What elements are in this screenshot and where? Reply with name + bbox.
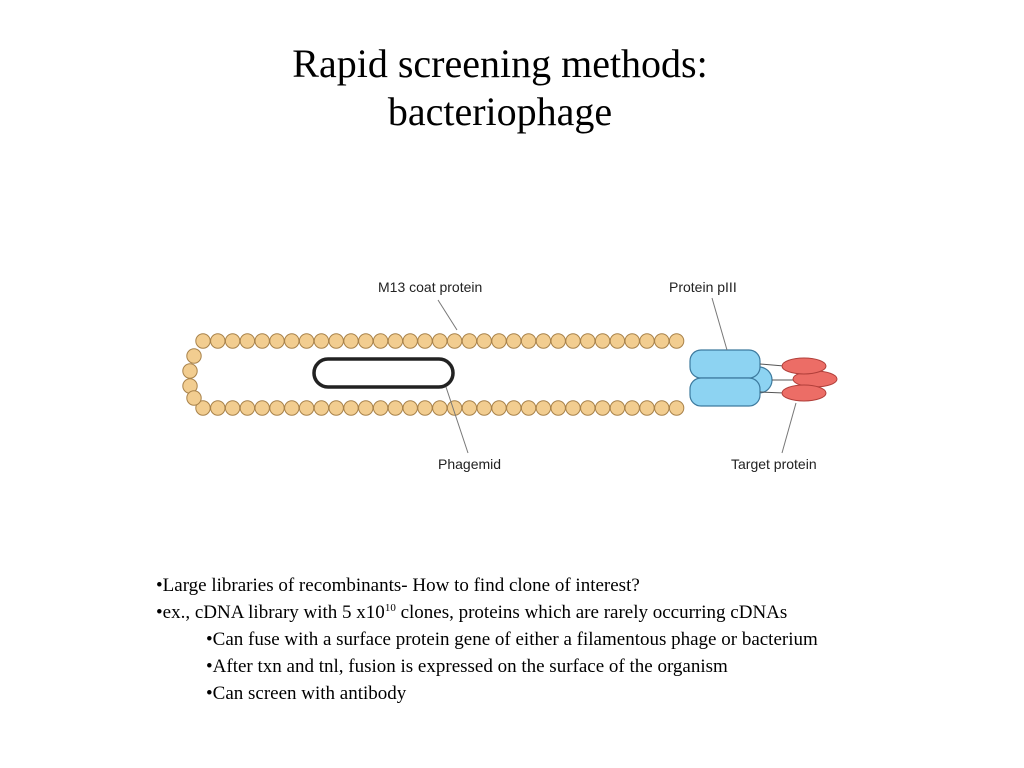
coat-protein-bead — [239, 333, 256, 349]
coat-protein-bead — [313, 400, 330, 416]
coat-protein-bead — [624, 400, 640, 416]
slide-title: Rapid screening methods: bacteriophage — [0, 40, 1000, 136]
title-line-1: Rapid screening methods: — [292, 41, 708, 86]
sub-bullet-3: •Can screen with antibody — [206, 683, 407, 704]
coat-protein-bead — [358, 333, 374, 349]
linker-top — [759, 363, 785, 367]
coat-protein-bead — [195, 333, 211, 349]
target-protein-bottom — [781, 384, 827, 402]
leader-protein-piii — [711, 297, 728, 351]
linker-bottom — [759, 391, 785, 394]
bullet-2-text-start: •ex., cDNA library with 5 x10 — [156, 602, 385, 623]
coat-protein-bead — [372, 400, 389, 416]
coat-protein-bead — [491, 400, 507, 416]
bullet-2-text-end: clones, proteins which are rarely occurr… — [395, 602, 788, 623]
protein-piii-top — [689, 349, 761, 379]
coat-protein-bead — [313, 333, 330, 349]
coat-protein-bead — [239, 400, 256, 416]
coat-protein-bead — [254, 333, 270, 349]
coat-protein-bead — [624, 333, 640, 349]
title-line-2: bacteriophage — [387, 89, 613, 134]
label-phagemid: Phagemid — [438, 456, 501, 472]
coat-protein-bead — [224, 400, 241, 416]
coat-protein-bead — [550, 333, 566, 349]
bullet-list: •Large libraries of recombinants- How to… — [156, 572, 1016, 707]
sub-bullet-2: •After txn and tnl, fusion is expressed … — [206, 656, 728, 677]
coat-protein-bead — [668, 333, 685, 349]
coat-protein-bead — [343, 400, 359, 416]
coat-protein-bead — [594, 333, 611, 349]
sub-bullet-1: •Can fuse with a surface protein gene of… — [206, 629, 818, 650]
coat-protein-bead — [609, 400, 626, 416]
leader-coat-protein — [437, 299, 458, 331]
coat-protein-bead — [298, 333, 315, 349]
coat-protein-bead — [476, 333, 492, 349]
coat-protein-bead — [668, 400, 685, 416]
coat-protein-bead — [461, 333, 478, 349]
coat-protein-bead — [328, 333, 344, 349]
coat-protein-bead — [491, 333, 507, 349]
coat-protein-bead — [210, 400, 226, 416]
coat-protein-bead — [446, 333, 463, 349]
protein-piii-bottom — [689, 377, 761, 407]
coat-protein-bead — [520, 400, 537, 416]
coat-protein-bead — [387, 333, 404, 349]
coat-protein-bead — [550, 400, 566, 416]
coat-protein-bead — [182, 363, 198, 379]
coat-protein-bead — [535, 400, 552, 416]
coat-protein-bead — [417, 400, 433, 416]
protein-piii-group — [689, 349, 773, 407]
coat-protein-bead — [298, 400, 315, 416]
coat-protein-bead — [284, 400, 300, 416]
coat-protein-bead — [535, 333, 552, 349]
coat-protein-bead — [580, 333, 596, 349]
leader-lines — [437, 297, 797, 454]
coat-protein-bead — [269, 333, 285, 349]
coat-protein-bead — [358, 400, 374, 416]
leader-target-protein — [781, 402, 797, 454]
coat-protein-bead — [565, 333, 581, 349]
bullet-2: •ex., cDNA library with 5 x1010 clones, … — [156, 599, 1016, 626]
coat-protein-bead — [609, 333, 626, 349]
coat-protein-bead — [387, 400, 404, 416]
coat-protein-bead — [432, 400, 448, 416]
bullet-2-exponent: 10 — [384, 602, 396, 614]
coat-protein-bead — [594, 400, 611, 416]
coat-protein-bead — [254, 400, 270, 416]
coat-protein-bead — [269, 400, 285, 416]
m13-coat-protein-chain — [182, 333, 685, 416]
coat-protein-bead — [654, 400, 670, 416]
coat-protein-bead — [639, 400, 655, 416]
coat-protein-bead — [654, 333, 670, 349]
coat-protein-bead — [210, 333, 226, 349]
label-protein-piii: Protein pIII — [669, 279, 737, 295]
coat-protein-bead — [565, 400, 581, 416]
coat-protein-bead — [284, 333, 300, 349]
coat-protein-bead — [580, 400, 596, 416]
coat-protein-bead — [506, 333, 522, 349]
target-protein-group — [781, 357, 838, 402]
leader-phagemid — [445, 386, 469, 454]
coat-protein-bead — [506, 400, 522, 416]
label-m13-coat-protein: M13 coat protein — [378, 279, 482, 295]
coat-protein-bead — [402, 333, 418, 349]
coat-protein-bead — [328, 400, 344, 416]
coat-protein-bead — [186, 348, 202, 364]
coat-protein-bead — [639, 333, 655, 349]
coat-protein-bead — [461, 400, 478, 416]
coat-protein-bead — [402, 400, 418, 416]
coat-protein-bead — [343, 333, 359, 349]
coat-protein-bead — [372, 333, 389, 349]
phagemid-shape — [312, 357, 455, 389]
target-protein-top — [781, 357, 827, 375]
coat-protein-bead — [432, 333, 448, 349]
coat-protein-bead — [520, 333, 537, 349]
coat-protein-bead — [186, 390, 202, 406]
coat-protein-bead — [476, 400, 492, 416]
coat-protein-bead — [417, 333, 433, 349]
label-target-protein: Target protein — [731, 456, 817, 472]
coat-protein-bead — [224, 333, 241, 349]
bullet-1: •Large libraries of recombinants- How to… — [156, 575, 640, 596]
